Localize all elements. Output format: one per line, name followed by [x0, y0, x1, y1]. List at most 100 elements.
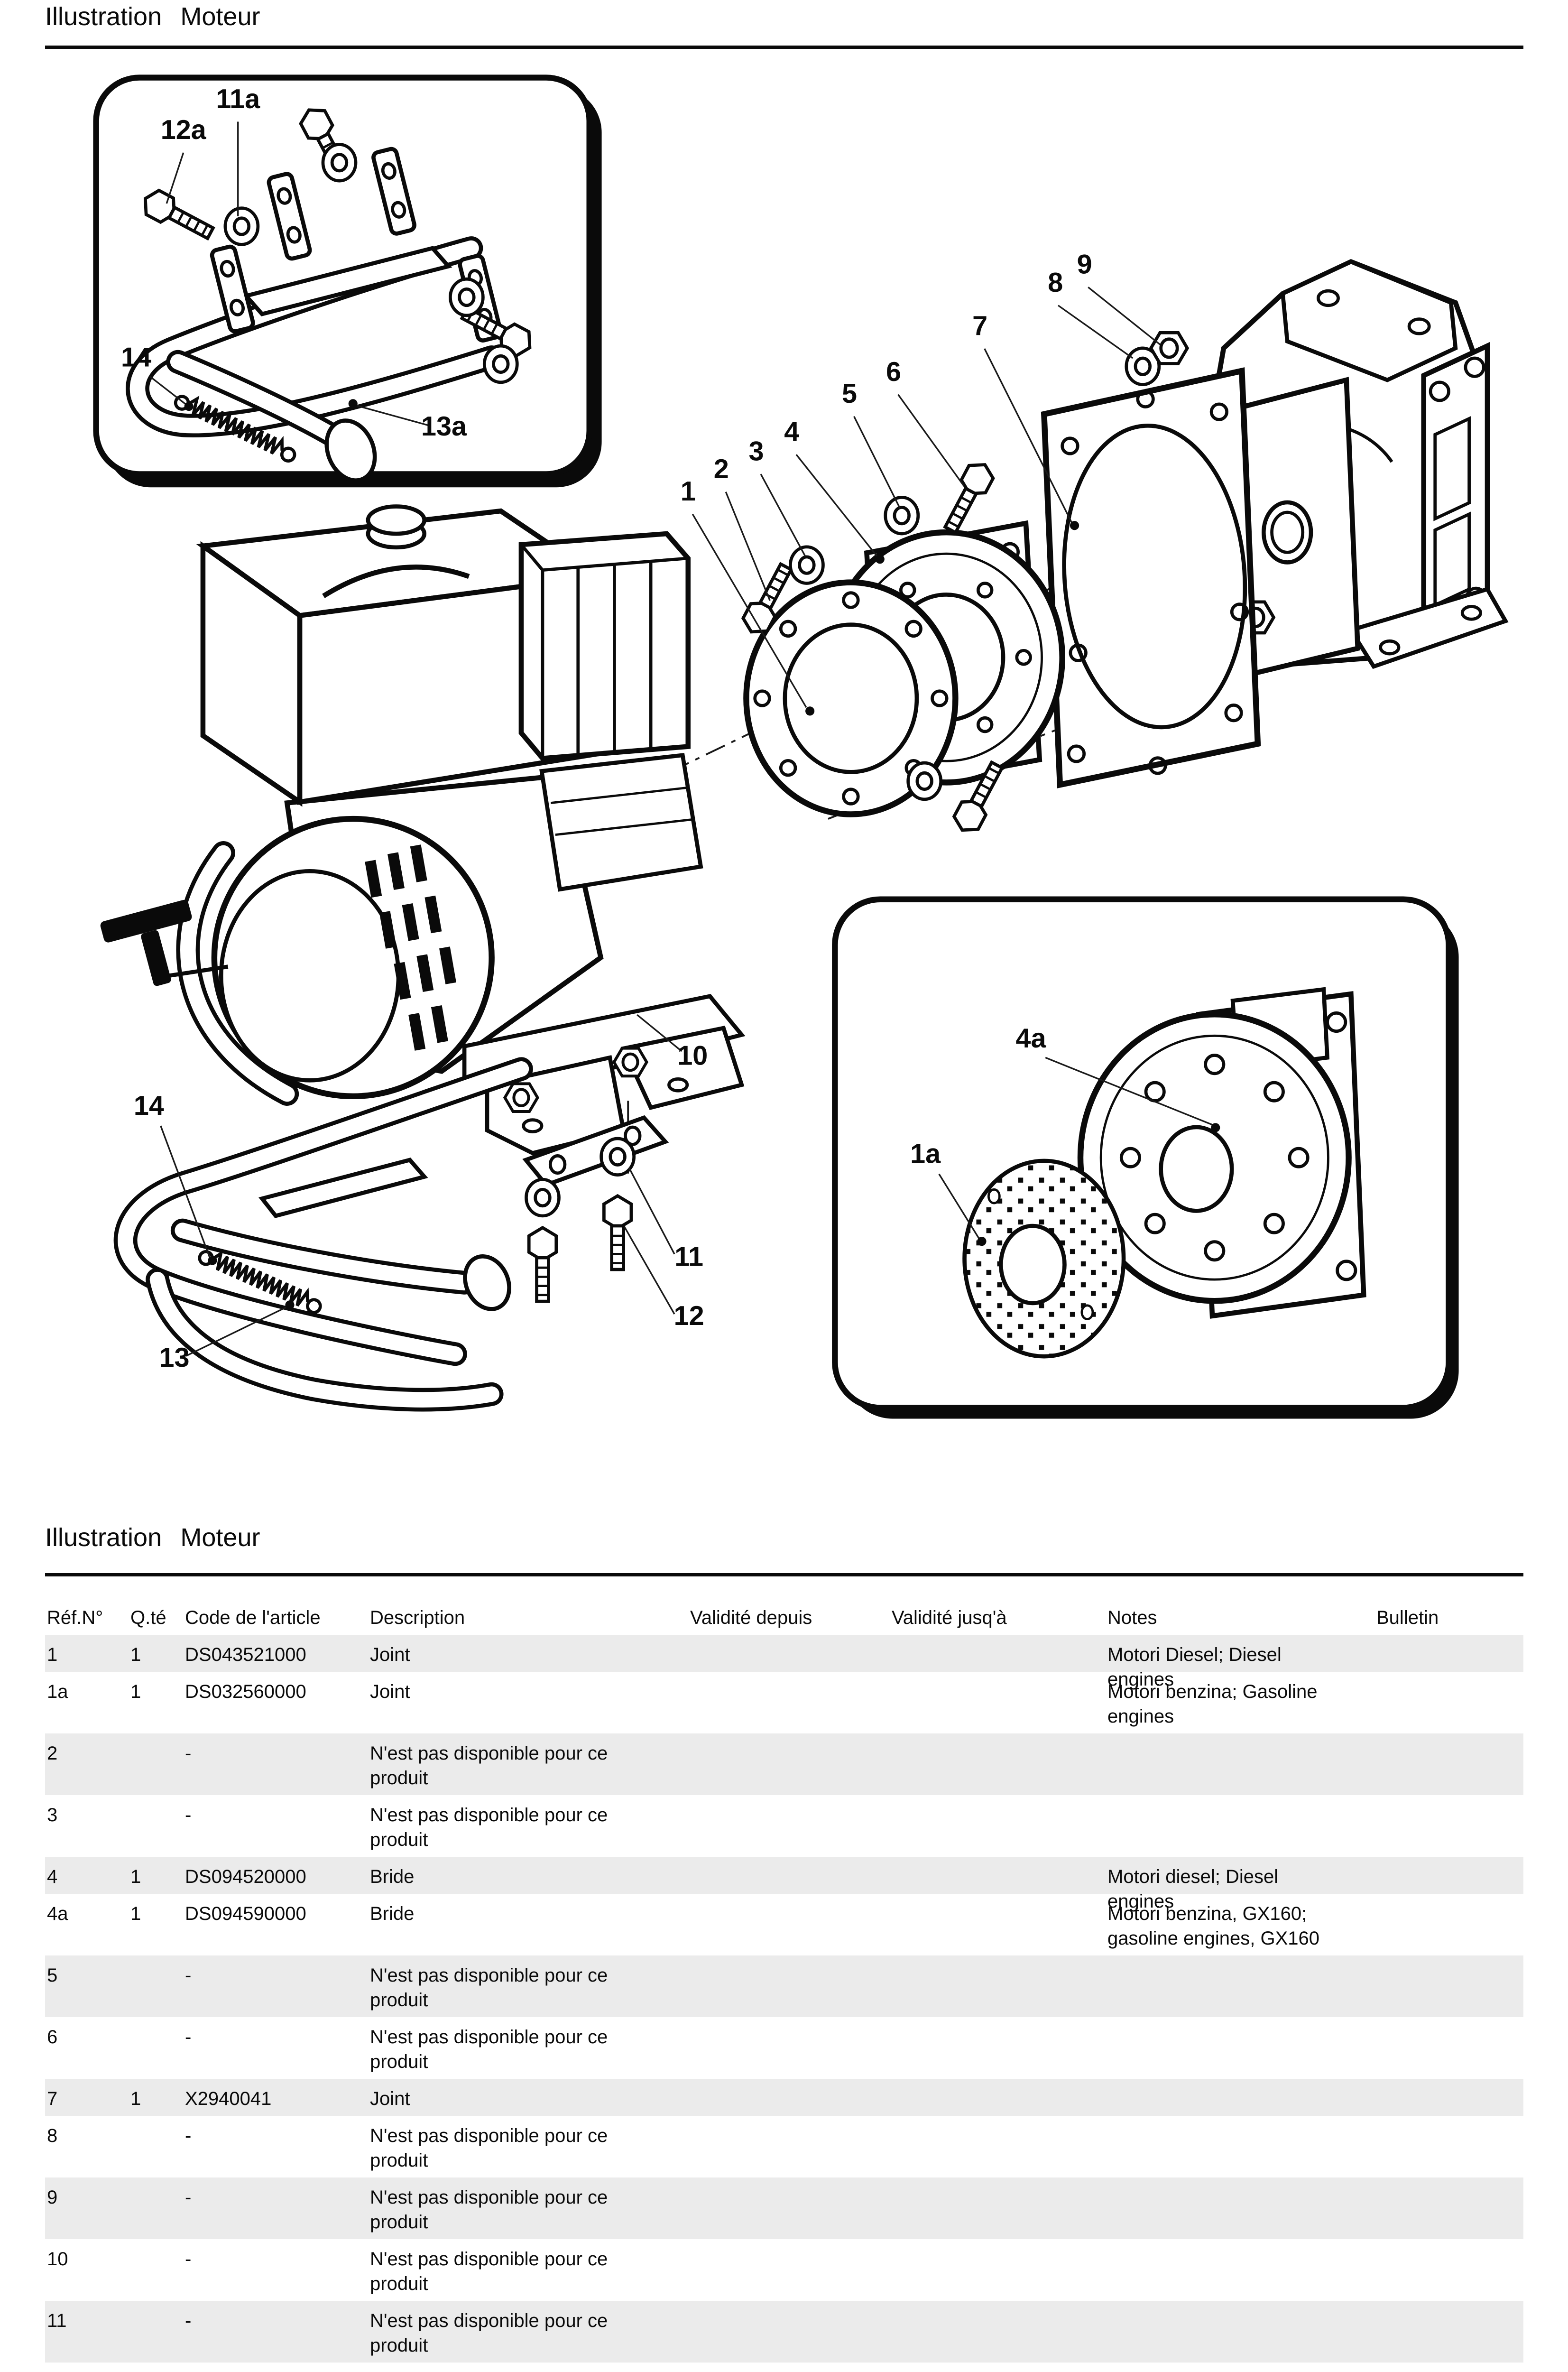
- fuel-cap: [366, 504, 427, 536]
- title-rule: [45, 46, 1523, 49]
- callout-leader-9: [1088, 287, 1161, 345]
- nut-9: [1151, 333, 1188, 363]
- starter-handle: [100, 899, 192, 986]
- callout-label-4: 4: [784, 417, 799, 447]
- frame-crossbar: [258, 1158, 428, 1218]
- callout-leader-1a: [938, 1173, 980, 1239]
- callout-leader-5: [853, 416, 901, 509]
- col-header-description: Description: [370, 1607, 465, 1628]
- inset-bumper-detail: [93, 74, 602, 488]
- table-row: 3 - N'est pas disponible pour ce produit: [45, 1795, 1523, 1857]
- col-header-bulletin: Bulletin: [1376, 1607, 1439, 1628]
- pump-housing: [1194, 259, 1509, 684]
- cell-description: N'est pas disponible pour ce produit: [370, 1743, 608, 1788]
- cell-description: N'est pas disponible pour ce produit: [370, 2187, 608, 2233]
- cell-description: Joint: [370, 2088, 410, 2109]
- cell-qty: 1: [130, 1644, 141, 1665]
- callout-leader-6: [897, 394, 965, 486]
- table-row: 12 -N'est pas disponible pour ce produit: [45, 2363, 1523, 2372]
- inset-flange-detail: [832, 896, 1459, 1419]
- callout-label-6: 6: [886, 357, 901, 387]
- cell-description: N'est pas disponible pour ce produit: [370, 1965, 608, 2011]
- cell-ref: 11: [47, 2310, 67, 2331]
- tube-end: [463, 1254, 511, 1311]
- col-header-ref: Réf.N°: [47, 1607, 103, 1628]
- callout-label-11a: 11a: [216, 84, 260, 114]
- cell-ref: 9: [47, 2187, 58, 2208]
- cell-ref: 7: [47, 2088, 58, 2109]
- cell-ref: 12: [45, 2370, 130, 2372]
- cell-notes: Motori diesel; Diesel engines: [1107, 1866, 1279, 1912]
- callout-dot-4: [875, 555, 885, 564]
- cell-ref: 3: [47, 1805, 58, 1825]
- callout-leader-3: [760, 473, 806, 557]
- callout-label-2: 2: [714, 454, 729, 484]
- col-header-valid-from: Validité depuis: [690, 1607, 812, 1628]
- engine-assembly: [100, 504, 746, 1156]
- callout-leader-4: [795, 454, 878, 557]
- callout-leader-13: [185, 1306, 287, 1357]
- callout-leader-11: [628, 1167, 675, 1255]
- cell-code: -: [185, 2310, 192, 2331]
- callout-leader-10: [636, 1014, 683, 1052]
- cell-code: -: [185, 2370, 370, 2372]
- callout-leader-7: [984, 348, 1073, 523]
- cell-code: -: [185, 1743, 192, 1764]
- bumper-frame-assembly: [113, 1057, 669, 1412]
- callout-label-13a: 13a: [421, 411, 467, 442]
- cell-description: N'est pas disponible pour ce produit: [370, 1805, 608, 1850]
- callout-dot-14: [208, 1256, 217, 1265]
- tube-end-13a: [324, 418, 377, 482]
- callout-dot-13a: [348, 399, 358, 408]
- callout-leader-12: [624, 1226, 675, 1315]
- mounting-bar: [522, 1115, 669, 1187]
- cell-description: N'est pas disponible pour ce produit: [370, 2370, 690, 2372]
- callout-label-1: 1: [681, 476, 696, 507]
- callout-dot-1a: [977, 1237, 987, 1246]
- parts-table-header: Réf.N° Q.té Code de l'article Descriptio…: [45, 1605, 1523, 1630]
- cell-code: -: [185, 2027, 192, 2048]
- callout-leader-4a: [1045, 1056, 1213, 1126]
- table-row: 6-N'est pas disponible pour ce produit: [45, 2017, 1523, 2079]
- table-row: 10-N'est pas disponible pour ce produit: [45, 2239, 1523, 2301]
- cell-code: -: [185, 1805, 192, 1825]
- callout-leader-1: [692, 513, 807, 708]
- callout-leader-14: [160, 1125, 211, 1258]
- callout-label-11: 11: [674, 1242, 703, 1272]
- callout-label-10: 10: [677, 1041, 708, 1071]
- cell-notes: Motori benzina, GX160; gasoline engines,…: [1107, 1903, 1319, 1949]
- callout-dot-1: [805, 706, 815, 716]
- callout-leader-12a: [166, 152, 184, 204]
- section-title: Illustration Moteur: [45, 1523, 260, 1552]
- cell-qty: 1: [130, 2088, 141, 2109]
- cell-ref: 1: [47, 1644, 58, 1665]
- callout-dot-13: [285, 1300, 295, 1310]
- callout-label-5: 5: [842, 379, 857, 409]
- gasket-square-7: [1041, 367, 1261, 788]
- cell-notes: Motori Diesel; Diesel engines: [1107, 1644, 1282, 1690]
- cell-ref: 5: [47, 1965, 58, 1986]
- cell-description: N'est pas disponible pour ce produit: [370, 2249, 608, 2294]
- section-rule: [45, 1573, 1523, 1576]
- callout-label-12a: 12a: [161, 115, 207, 145]
- col-header-notes: Notes: [1107, 1607, 1157, 1628]
- air-filter: [518, 531, 691, 761]
- callout-leader-2: [725, 491, 771, 601]
- table-row: 5 - N'est pas disponible pour ce produit: [45, 1955, 1523, 2017]
- callout-label-8: 8: [1048, 268, 1063, 298]
- callout-leader-8: [1058, 305, 1134, 359]
- cell-code: -: [185, 2125, 192, 2146]
- col-header-valid-to: Validité jusq'à: [892, 1607, 1007, 1628]
- cell-ref: 2: [47, 1743, 58, 1764]
- cell-code: -: [185, 1965, 192, 1986]
- cell-code: DS094590000: [185, 1903, 306, 1924]
- cell-qty: 1: [130, 1866, 141, 1887]
- callout-label-14: 14: [121, 342, 151, 372]
- callout-dot-14: [184, 402, 194, 411]
